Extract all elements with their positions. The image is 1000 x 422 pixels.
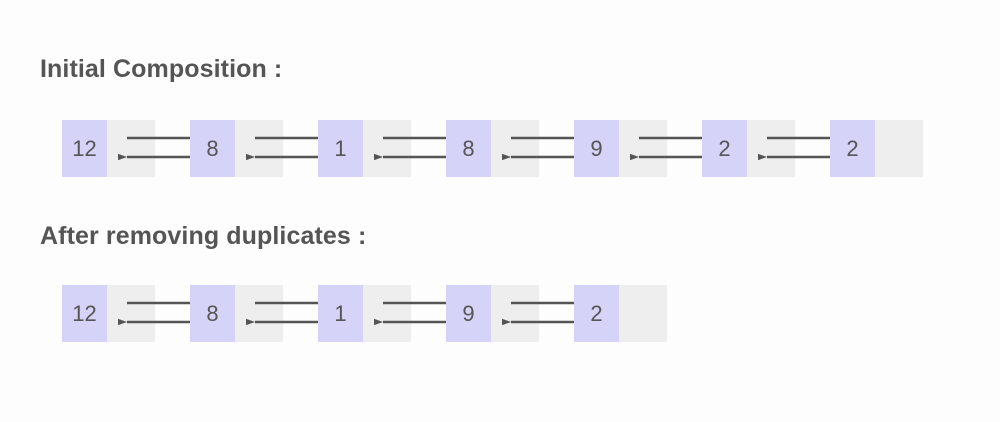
node-value-cell: 8 (190, 285, 235, 342)
linked-list-after: 12 8 1 9 2 (62, 285, 667, 342)
node-value-cell: 8 (190, 120, 235, 177)
node-link-gap (374, 120, 457, 177)
node-link-gap (502, 120, 585, 177)
node-pointer-cell (107, 285, 155, 342)
node-pointer-cell (875, 120, 923, 177)
node-pointer-cell (619, 120, 667, 177)
page-title-after-removing-duplicates: After removing duplicates : (40, 222, 367, 250)
node-pointer-cell (235, 120, 283, 177)
node-value-cell: 1 (318, 120, 363, 177)
list-node: 2 (702, 120, 795, 177)
list-node: 2 (830, 120, 923, 177)
list-node: 9 (446, 285, 539, 342)
node-value-cell: 2 (830, 120, 875, 177)
node-link-gap (118, 120, 201, 177)
page-title-initial-composition: Initial Composition : (40, 55, 283, 83)
node-value-cell: 12 (62, 120, 107, 177)
node-pointer-cell (491, 120, 539, 177)
list-node: 12 (62, 285, 155, 342)
node-link-gap (246, 285, 329, 342)
list-node: 1 (318, 120, 411, 177)
list-node: 1 (318, 285, 411, 342)
node-link-gap (246, 120, 329, 177)
node-link-gap (630, 120, 713, 177)
node-value-cell: 2 (702, 120, 747, 177)
node-pointer-cell (491, 285, 539, 342)
node-link-gap (758, 120, 841, 177)
node-pointer-cell (619, 285, 667, 342)
list-node: 2 (574, 285, 667, 342)
node-pointer-cell (235, 285, 283, 342)
node-pointer-cell (363, 285, 411, 342)
list-node: 8 (190, 285, 283, 342)
node-value-cell: 1 (318, 285, 363, 342)
node-link-gap (374, 285, 457, 342)
list-node: 8 (190, 120, 283, 177)
list-node: 12 (62, 120, 155, 177)
node-value-cell: 2 (574, 285, 619, 342)
node-value-cell: 12 (62, 285, 107, 342)
list-node: 8 (446, 120, 539, 177)
node-value-cell: 8 (446, 120, 491, 177)
list-node: 9 (574, 120, 667, 177)
node-pointer-cell (107, 120, 155, 177)
node-pointer-cell (363, 120, 411, 177)
node-value-cell: 9 (574, 120, 619, 177)
node-link-gap (502, 285, 585, 342)
node-value-cell: 9 (446, 285, 491, 342)
linked-list-initial: 12 8 1 8 9 2 2 (62, 120, 923, 177)
node-pointer-cell (747, 120, 795, 177)
node-link-gap (118, 285, 201, 342)
